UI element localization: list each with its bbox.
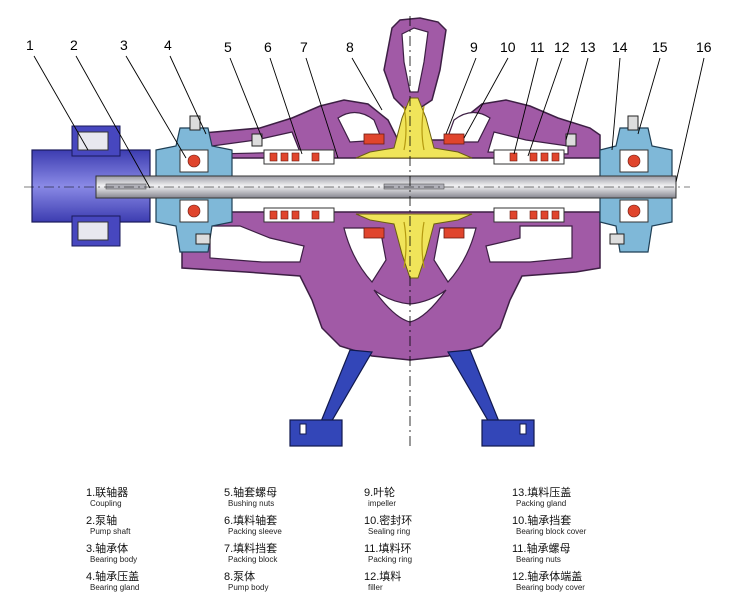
callout-9: 9 xyxy=(470,39,478,55)
legend-cn: 8.泵体 xyxy=(224,571,256,583)
callout-11: 11 xyxy=(530,39,545,55)
pump-base xyxy=(289,349,535,447)
legend-en: filler xyxy=(368,583,383,592)
legend-en: Bushing nuts xyxy=(228,499,275,508)
sealing-rings xyxy=(363,133,465,239)
callout-10: 10 xyxy=(500,39,516,55)
legend-en: Bearing gland xyxy=(90,583,140,592)
legend-cn: 12.轴承体端盖 xyxy=(512,571,583,583)
shaft-keyway xyxy=(105,183,147,190)
legend-en: Packing ring xyxy=(368,555,413,564)
callout-7: 7 xyxy=(300,39,308,55)
coupling xyxy=(31,125,151,247)
shaft-keyway-mid xyxy=(383,183,445,190)
legend-cn: 4.轴承压盖 xyxy=(86,571,140,583)
legend-en: Sealing ring xyxy=(368,527,411,536)
callout-14: 14 xyxy=(612,39,628,55)
callout-8: 8 xyxy=(346,39,354,55)
legend-cn: 10.密封环 xyxy=(364,515,413,527)
callout-5: 5 xyxy=(224,39,232,55)
callout-6: 6 xyxy=(264,39,272,55)
callout-1: 1 xyxy=(26,37,34,53)
callouts: 1 2 3 4 5 6 7 8 9 10 11 12 13 14 15 16 xyxy=(26,37,712,55)
leader-lines xyxy=(33,55,705,189)
legend-cn: 11.轴承螺母 xyxy=(512,543,571,555)
packing-filler xyxy=(269,152,560,220)
legend-cn: 2.泵轴 xyxy=(86,515,118,527)
impeller xyxy=(355,97,473,279)
legend-en: Packing block xyxy=(228,555,278,564)
legend-cn: 11.填料环 xyxy=(364,543,412,555)
legend-en: Coupling xyxy=(90,499,122,508)
legend-cn: 13.填料压盖 xyxy=(512,487,572,499)
callout-4: 4 xyxy=(164,37,172,53)
legend-cn: 3.轴承体 xyxy=(86,543,129,555)
legend-cn: 9.叶轮 xyxy=(364,487,396,499)
legend-cn: 6.填料轴套 xyxy=(224,515,278,527)
bearing-balls xyxy=(187,154,641,218)
legend-en: Packing sleeve xyxy=(228,527,282,536)
callout-16: 16 xyxy=(696,39,712,55)
legend-cn: 7.填料挡套 xyxy=(224,543,278,555)
legend-en: Pump shaft xyxy=(90,527,131,536)
legend-cn: 1.联轴器 xyxy=(86,487,129,499)
callout-2: 2 xyxy=(70,37,78,53)
legend-cn: 12.填料 xyxy=(364,571,402,583)
legend-en: Bearing block cover xyxy=(516,527,587,536)
impeller-vanes xyxy=(403,105,425,269)
legend-cn: 5.轴套螺母 xyxy=(224,487,278,499)
legend-en: Bearing body xyxy=(90,555,138,564)
legend-cn: 10.轴承挡套 xyxy=(512,515,572,527)
callout-13: 13 xyxy=(580,39,596,55)
legend-en: Bearing body cover xyxy=(516,583,585,592)
legend-en: Pump body xyxy=(228,583,269,592)
legend-en: impeller xyxy=(368,499,397,508)
callout-12: 12 xyxy=(554,39,570,55)
base-bolts xyxy=(299,423,527,435)
legend-en: Packing gland xyxy=(516,499,567,508)
legend-en: Bearing nuts xyxy=(516,555,561,564)
callout-15: 15 xyxy=(652,39,668,55)
callout-3: 3 xyxy=(120,37,128,53)
gland-bolts xyxy=(189,115,639,245)
